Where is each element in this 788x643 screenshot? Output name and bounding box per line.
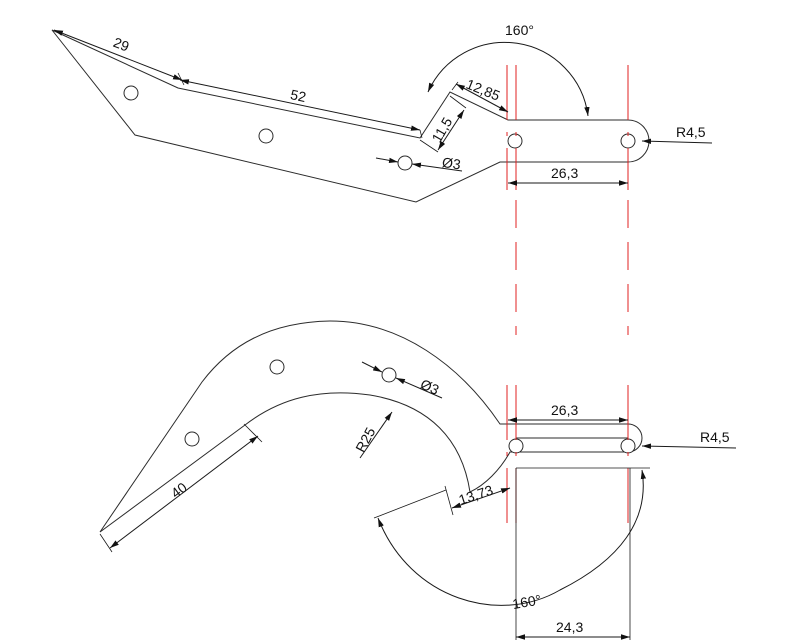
bottom-dim-hole-label: Ø3	[418, 376, 442, 398]
bottom-hole-left-end	[508, 438, 524, 454]
top-hole-1	[123, 85, 139, 101]
top-dim-29-line	[53, 29, 183, 81]
top-view: 29 52 12,85 11,5 Ø3 26,3 R4,5 160°	[51, 22, 713, 203]
bottom-dim-angle-arc	[377, 469, 647, 606]
top-dim-hole-leader-a	[375, 157, 399, 164]
top-hole-2	[258, 128, 274, 144]
bottom-dim-radius-leader	[641, 443, 737, 449]
top-hole-3	[397, 155, 413, 171]
bottom-dim-13-73-label: 13,73	[457, 482, 495, 508]
bottom-dim-40-ext-b	[99, 533, 113, 553]
bottom-dim-13-73-ext	[444, 485, 454, 516]
bottom-hole-right-end	[620, 438, 636, 454]
top-dim-11-5-ext-b	[419, 139, 439, 153]
top-dim-angle-label: 160°	[505, 22, 534, 38]
top-dim-52-line	[179, 79, 421, 131]
bottom-part-outline	[99, 320, 643, 533]
top-dim-hole-leader-b	[411, 162, 463, 172]
bottom-dim-r25-leader	[359, 411, 393, 459]
top-hole-left-end	[507, 133, 523, 149]
top-hole-right-end	[620, 133, 636, 149]
top-dim-29-label: 29	[111, 34, 131, 55]
top-dim-11-5-line	[437, 109, 465, 151]
bottom-dim-40-label: 40	[168, 479, 190, 501]
top-dim-52-label: 52	[289, 86, 308, 105]
bottom-hole-3	[381, 367, 397, 383]
top-dim-26-3-label: 26,3	[551, 165, 578, 181]
bottom-dim-hole-leader-b	[395, 377, 443, 399]
top-dim-hole-label: Ø3	[441, 154, 462, 172]
top-dim-12-85-ext	[451, 81, 459, 91]
bottom-hole-2	[269, 359, 285, 375]
top-dim-11-5-ext-a	[449, 95, 467, 109]
top-dim-radius-leader	[641, 138, 713, 144]
top-dim-angle-arc	[427, 41, 590, 117]
top-dim-12-85-label: 12,85	[464, 76, 503, 104]
bottom-hole-1	[184, 431, 200, 447]
bottom-dim-24-3-label: 24,3	[556, 619, 583, 635]
bottom-dim-radius-label: R4,5	[700, 429, 730, 445]
bottom-dim-hole-leader-a	[361, 361, 383, 373]
top-dim-52-ext	[419, 129, 423, 139]
bottom-dim-r25-label: R25	[352, 424, 378, 454]
bottom-dim-40-ext	[243, 423, 263, 443]
bottom-dim-angle-ext	[373, 489, 447, 519]
bottom-dim-40-line	[109, 435, 259, 549]
bottom-view: 26,3 R4,5 Ø3 R25 40 13,73 160° 24,3	[99, 320, 737, 640]
bottom-dim-26-3-label: 26,3	[551, 402, 578, 418]
top-dim-radius-label: R4,5	[676, 124, 706, 140]
bottom-dim-angle-label: 160°	[511, 591, 542, 612]
